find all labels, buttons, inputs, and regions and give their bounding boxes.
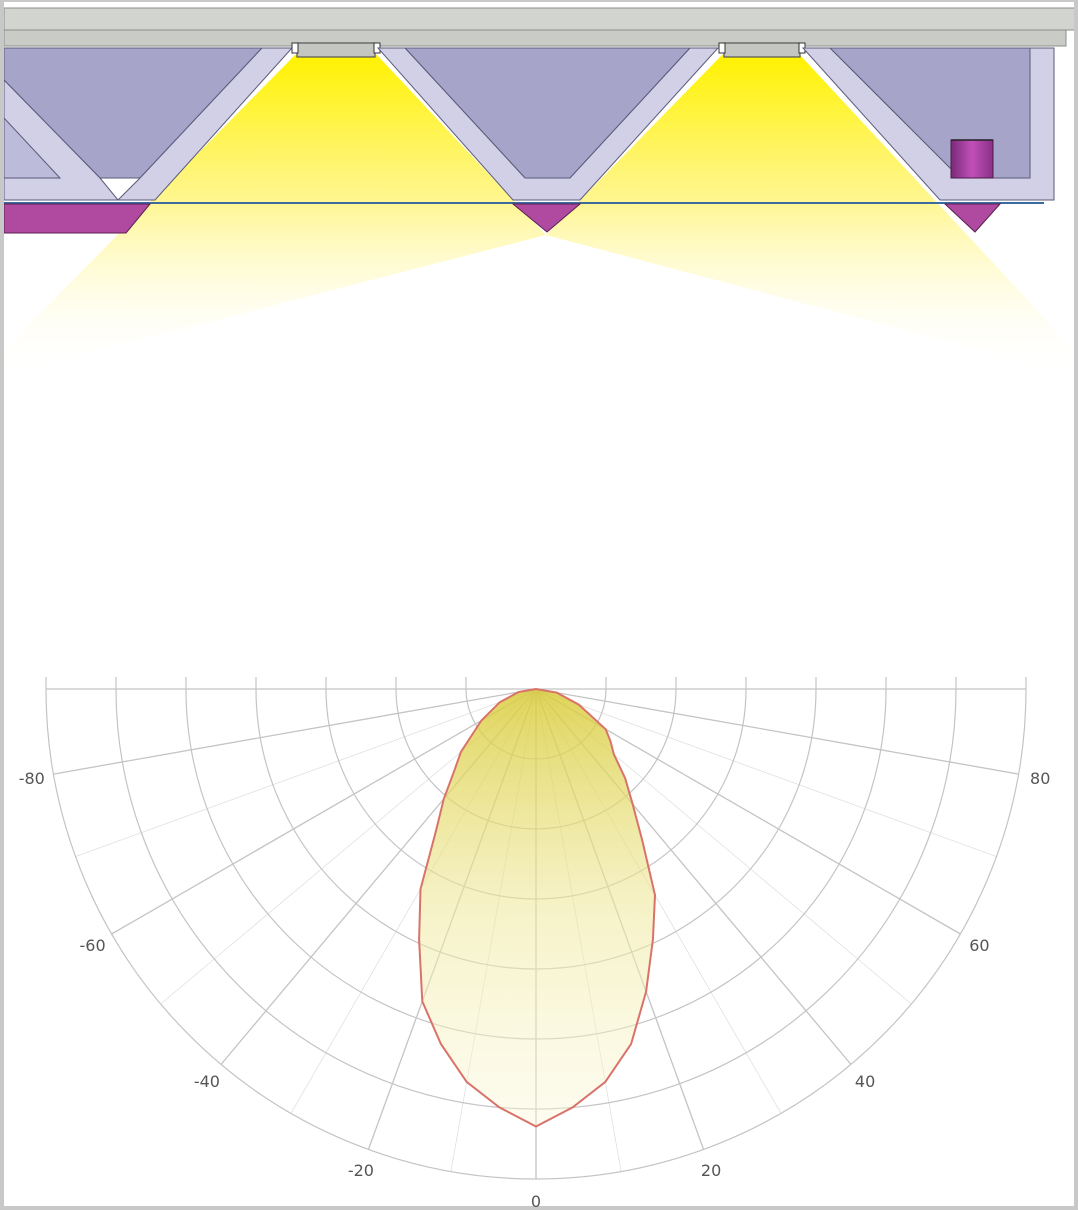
angle-label: -80 [19,769,45,788]
angle-label: -40 [194,1072,220,1091]
light-beam-left [4,55,546,375]
angle-labels: -80 -60 -40 -20 0 20 40 60 80 [19,769,1051,1210]
diffuser-left [4,203,152,234]
intensity-curve [418,687,657,1128]
polar-spoke [535,688,997,857]
angle-label: -60 [80,936,106,955]
polar-spoke [75,688,537,857]
polar-spoke [111,688,537,935]
diffuser-right [943,203,1002,233]
light-beams [4,55,1074,375]
driver-cylinder [950,139,994,179]
polar-spoke [535,688,1019,775]
polar-spoke [53,688,537,775]
frame-profile [4,47,1055,204]
angle-label: 60 [969,936,989,955]
polar-diagram: -80 -60 -40 -20 0 20 40 60 80 [19,677,1051,1210]
light-beam-right [546,55,1074,375]
diffuser-center [511,203,582,233]
angle-label: 80 [1030,769,1050,788]
led-module-left [296,42,376,58]
led-modules [291,42,806,58]
angle-label: 0 [531,1192,541,1210]
angle-label: 20 [701,1161,721,1180]
angle-label: 40 [855,1072,875,1091]
led-module-right [723,42,801,58]
diffusers [4,203,1002,234]
ceiling-plate [4,7,1074,47]
angle-label: -20 [348,1161,374,1180]
